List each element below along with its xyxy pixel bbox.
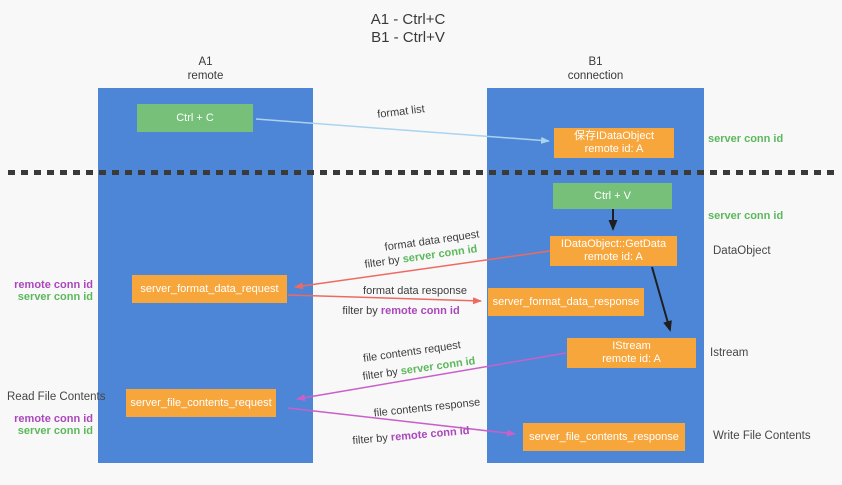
lifeline-a1-subtitle: remote	[187, 70, 224, 82]
label-remote-conn-id: remote conn id	[390, 424, 470, 444]
annotation-server-conn-id-left-mid: server conn id	[17, 291, 93, 303]
lifeline-a1-title: A1	[198, 56, 213, 68]
annotation-server-conn-id-mid: server conn id	[708, 210, 784, 222]
annotation-read-file-contents: Read File Contents	[7, 391, 106, 403]
diagram-title-line1: A1 - Ctrl+C	[370, 11, 446, 28]
node-idataobject-getdata: IDataObject::GetData remote id: A	[550, 236, 677, 266]
annotation-dataobject: DataObject	[713, 245, 771, 257]
label-filter-by-prefix: filter by	[361, 365, 402, 383]
lifeline-b1-subtitle: connection	[567, 70, 624, 82]
node-server-format-data-response: server_format_data_response	[488, 288, 644, 316]
label-filter-by-prefix: filter by	[363, 253, 404, 271]
node-idataobject-getdata-line2: remote id: A	[584, 251, 643, 263]
node-server-file-contents-request-label: server_file_contents_request	[130, 396, 272, 409]
node-save-idataobject-line2: remote id: A	[584, 143, 644, 155]
annotation-write-file-contents: Write File Contents	[713, 430, 811, 442]
dotted-separator	[8, 170, 836, 175]
lifeline-header-a1: A1 remote	[155, 55, 256, 83]
node-server-format-data-request-label: server_format_data_request	[140, 282, 279, 295]
annotation-remote-conn-id-mid: remote conn id	[14, 279, 93, 291]
node-server-format-data-request: server_format_data_request	[132, 275, 287, 303]
label-server-conn-id: server conn id	[399, 355, 477, 378]
node-ctrl-v-label: Ctrl + V	[594, 189, 631, 202]
lifeline-header-b1: B1 connection	[545, 55, 646, 83]
annotation-istream: Istream	[710, 347, 749, 359]
node-save-idataobject-line1: 保存IDataObject	[573, 130, 655, 142]
label-filter-by-prefix: filter by	[342, 305, 381, 317]
lifeline-b1-title: B1	[588, 56, 603, 68]
label-filter-by-prefix: filter by	[352, 431, 392, 448]
node-ctrl-c: Ctrl + C	[137, 104, 253, 132]
node-server-file-contents-response-label: server_file_contents_response	[529, 430, 679, 443]
node-istream-line1: IStream	[612, 340, 651, 352]
annotation-remote-conn-id-bottom: remote conn id	[14, 413, 93, 425]
label-format-data-response: format data response	[363, 285, 467, 297]
label-format-list: format list	[376, 103, 426, 121]
label-file-contents-response: file contents response	[373, 396, 481, 420]
annotation-server-conn-id-left-bottom: server conn id	[17, 425, 93, 437]
diagram-title-line2: B1 - Ctrl+V	[371, 29, 445, 46]
node-idataobject-getdata-line1: IDataObject::GetData	[560, 238, 667, 250]
node-save-idataobject: 保存IDataObject remote id: A	[554, 128, 674, 158]
annotation-server-conn-id-top: server conn id	[708, 133, 784, 145]
label-filter-by-remote-1: filter by remote conn id	[342, 305, 459, 317]
label-filter-by-remote-2: filter by remote conn id	[352, 425, 470, 447]
node-server-file-contents-request: server_file_contents_request	[126, 389, 276, 417]
node-istream: IStream remote id: A	[567, 338, 696, 368]
diagram-title: A1 - Ctrl+C B1 - Ctrl+V	[308, 11, 508, 47]
node-server-file-contents-response: server_file_contents_response	[523, 423, 685, 451]
label-remote-conn-id: remote conn id	[380, 305, 460, 317]
node-server-format-data-response-label: server_format_data_response	[492, 295, 640, 308]
node-ctrl-v: Ctrl + V	[553, 183, 672, 209]
node-ctrl-c-label: Ctrl + C	[176, 111, 214, 124]
node-istream-line2: remote id: A	[602, 353, 661, 365]
